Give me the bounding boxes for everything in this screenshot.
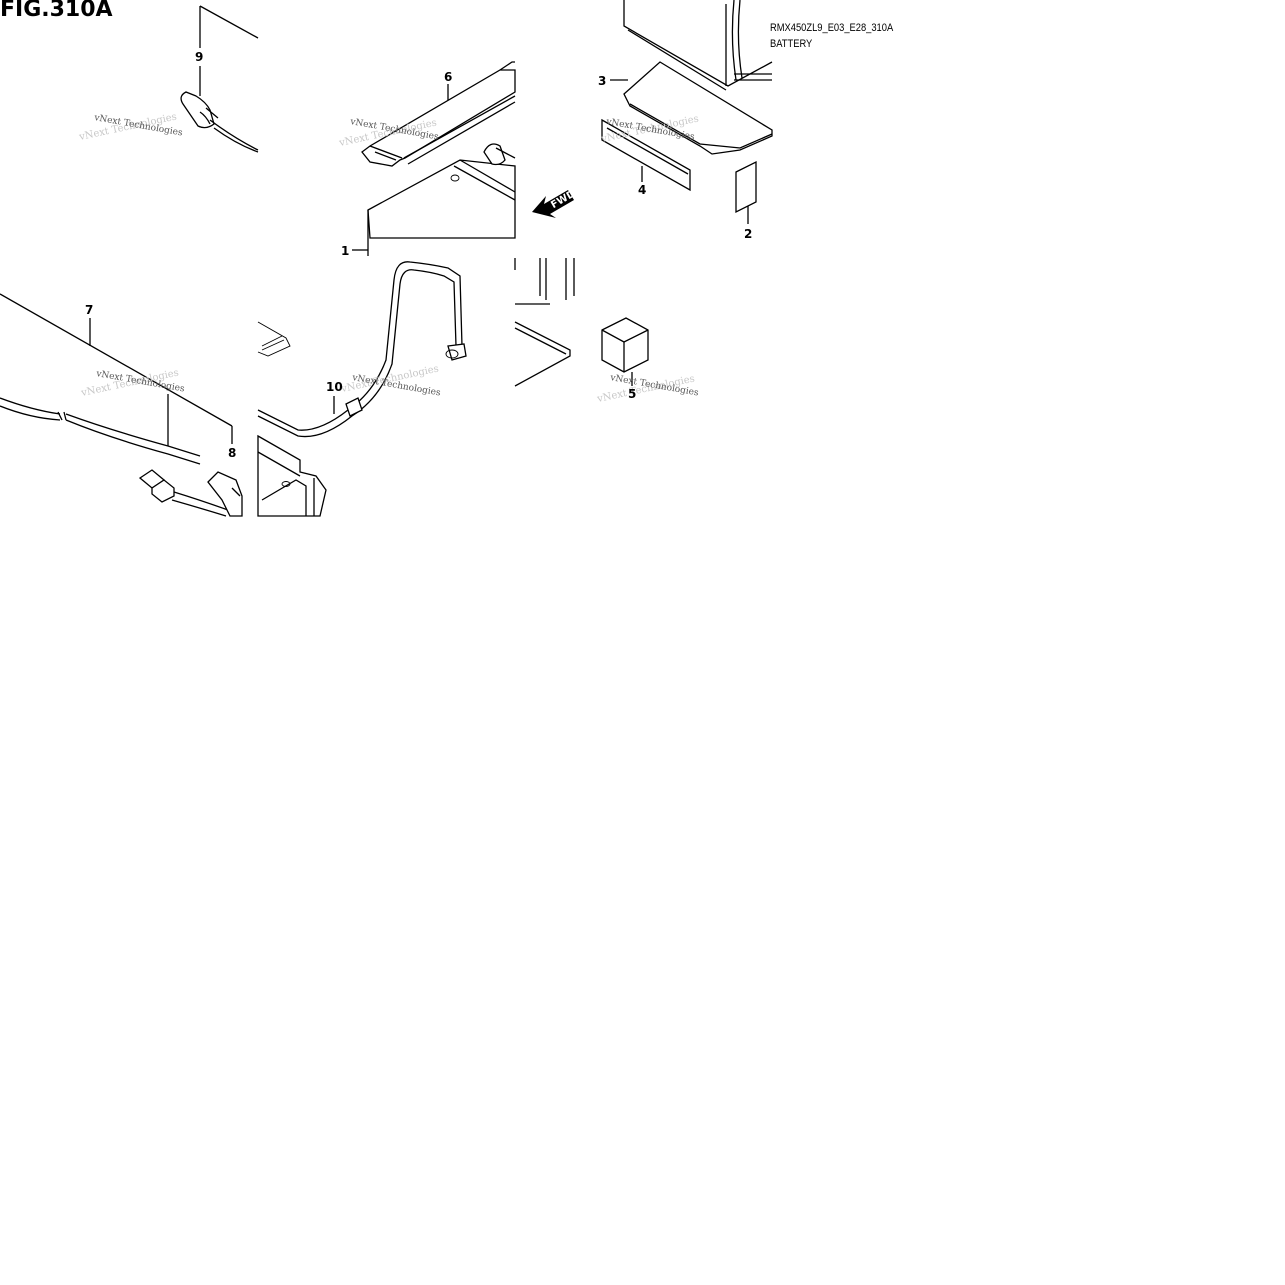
battery-cushion-panel [601, 0, 773, 224]
callout-8: 8 [228, 446, 236, 460]
bracket-panel [514, 258, 575, 387]
model-code: RMX450ZL9_E03_E28_310A [770, 22, 894, 34]
callout-7: 7 [85, 303, 93, 317]
cube-panel [601, 317, 649, 386]
callout-4: 4 [638, 183, 646, 197]
section-name: BATTERY [770, 38, 813, 50]
callout-2: 2 [744, 227, 752, 241]
callouts: 1 2 3 4 5 6 7 8 9 10 [85, 50, 752, 460]
callout-5: 5 [628, 387, 636, 401]
figure-title: FIG.310A [0, 0, 113, 22]
callout-10: 10 [326, 380, 343, 394]
callout-9: 9 [195, 50, 203, 64]
fwd-arrow-icon: FWD [532, 188, 577, 218]
fwd-label: FWD [549, 188, 577, 211]
callout-3: 3 [598, 74, 606, 88]
harness-panel [0, 293, 243, 517]
terminal-boot-panel [180, 5, 259, 153]
callout-6: 6 [444, 70, 452, 84]
battery-cable-panel [257, 261, 467, 517]
callout-1: 1 [341, 244, 349, 258]
battery-case-panel: FWD [352, 61, 577, 256]
